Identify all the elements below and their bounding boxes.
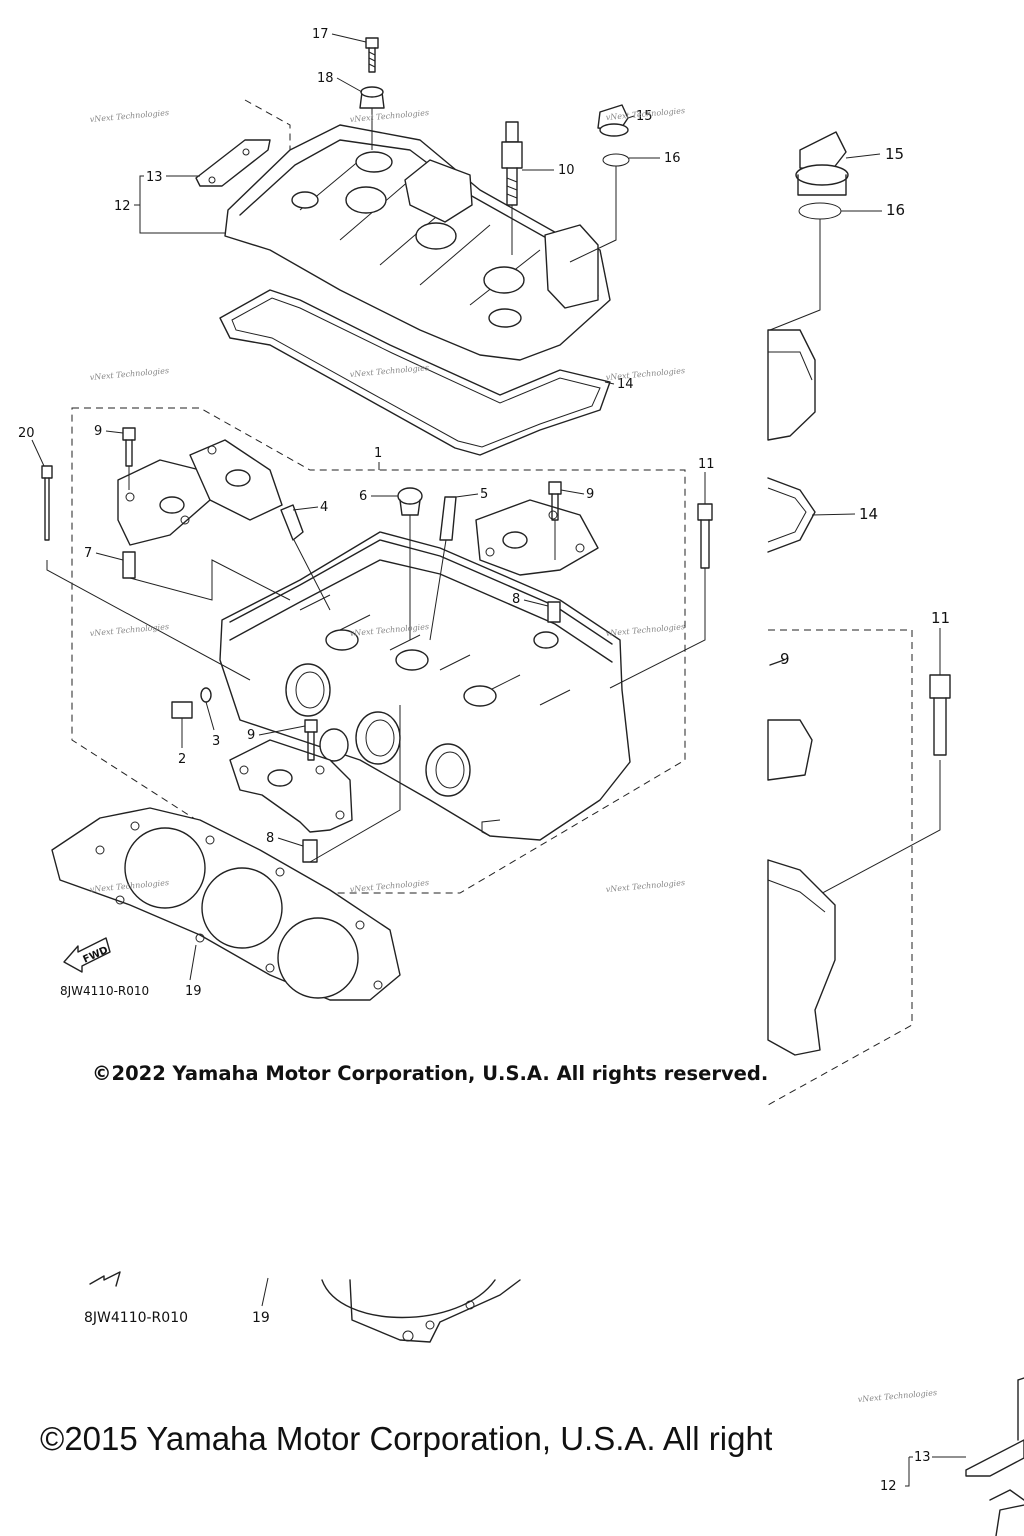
inset-callout-9: 9 [780,650,790,668]
cylinder-head-gasket [51,807,401,1001]
callout-20: 20 [18,426,35,441]
fasteners [41,427,713,863]
camshaft-cap-upper [117,439,283,546]
callout-4: 4 [320,500,328,515]
callout-16: 16 [664,151,681,166]
lower-diagram-code: 8JW4110-R010 [84,1310,189,1326]
callout-9-a: 9 [94,424,102,439]
lower-partial-diagram [89,1271,521,1343]
watermark: vNext Technologies [605,622,685,638]
callout-7: 7 [84,546,92,561]
copyright-2022: ©2022 Yamaha Motor Corporation, U.S.A. A… [92,1062,769,1085]
callout-3: 3 [212,734,220,749]
watermark: vNext Technologies [349,363,429,379]
watermark: vNext Technologies [89,108,169,124]
callout-17: 17 [312,27,329,42]
forward-arrow-icon: FWD [63,937,111,973]
callout-14: 14 [617,377,634,392]
callout-labels: 17 18 15 16 10 13 12 14 1 20 9 11 6 5 9 … [18,27,966,1494]
leader-lines [46,466,706,863]
callout-8-b: 8 [266,831,274,846]
inset-callout-16: 16 [886,201,905,219]
lower-callout-19: 19 [252,1310,270,1326]
callout-9-c: 9 [247,728,255,743]
corner-partial-diagram [905,1377,1024,1536]
callout-13: 13 [146,170,163,185]
corner-callout-12: 12 [880,1479,897,1494]
callout-11: 11 [698,457,715,472]
watermark: vNext Technologies [605,366,685,382]
callout-2: 2 [178,752,186,767]
cylinder-head-cover [195,37,630,456]
callout-5: 5 [480,487,488,502]
camshaft-cap-right [475,499,599,576]
callout-8-a: 8 [512,592,520,607]
cylinder-head-assembly-outline [71,407,686,894]
cylinder-head [219,531,631,841]
callout-9-b: 9 [586,487,594,502]
watermark: vNext Technologies [349,878,429,894]
callout-6: 6 [359,489,367,504]
corner-callout-13: 13 [914,1450,931,1465]
watermark: vNext Technologies [89,622,169,638]
copyright-2015: ©2015 Yamaha Motor Corporation, U.S.A. A… [40,1420,772,1457]
watermark: vNext Technologies [349,108,429,124]
diagram-code: 8JW4110-R010 [60,984,149,998]
callout-15: 15 [636,109,653,124]
callout-18: 18 [317,71,334,86]
watermark: vNext Technologies [605,878,685,894]
copyright-2015-clip: ©2015 Yamaha Motor Corporation, U.S.A. A… [40,1414,772,1464]
camshaft-cap-lower [229,739,353,833]
inset-callout-11: 11 [931,609,950,627]
callout-12: 12 [114,199,131,214]
callout-10: 10 [558,163,575,178]
watermark: vNext Technologies [89,366,169,382]
inset-detail [767,131,951,1106]
inset-callout-15: 15 [885,145,904,163]
callout-19: 19 [185,984,202,999]
callout-1: 1 [374,446,382,461]
inset-callout-14: 14 [859,505,878,523]
watermark: vNext Technologies [857,1388,937,1404]
